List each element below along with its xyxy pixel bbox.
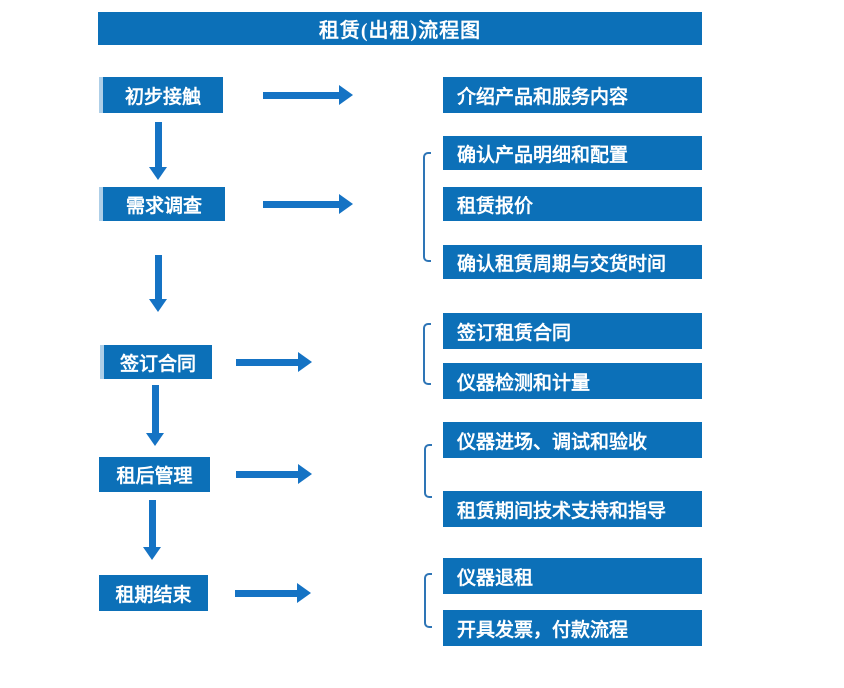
step-box-lease-end: 租期结束: [99, 575, 208, 611]
detail-box-confirm-config: 确认产品明细和配置: [443, 136, 702, 170]
arrow-down-icon-3: [146, 385, 164, 446]
detail-box-sign-lease: 签订租赁合同: [443, 313, 702, 349]
step-box-post-rental-mgmt: 租后管理: [99, 457, 210, 492]
bracket-icon-group-4: [424, 444, 432, 498]
bracket-icon-group-3: [423, 323, 431, 385]
detail-box-confirm-period: 确认租赁周期与交货时间: [443, 245, 702, 279]
detail-box-return-rental: 仪器退租: [443, 558, 702, 594]
arrow-right-icon-1: [263, 85, 353, 105]
arrow-right-icon-2: [263, 194, 353, 214]
detail-box-entry-debug: 仪器进场、调试和验收: [443, 422, 702, 458]
bracket-icon-group-2: [423, 152, 431, 262]
arrow-down-icon-4: [143, 500, 161, 560]
arrow-right-icon-5: [235, 583, 311, 603]
detail-box-intro-products: 介绍产品和服务内容: [443, 77, 702, 113]
detail-box-rental-quote: 租赁报价: [443, 187, 702, 221]
detail-box-tech-support: 租赁期间技术支持和指导: [443, 491, 702, 527]
flowchart-title: 租赁(出租)流程图: [98, 12, 702, 45]
arrow-down-icon-1: [149, 122, 167, 180]
detail-box-invoice-payment: 开具发票，付款流程: [443, 610, 702, 646]
detail-box-instrument-test: 仪器检测和计量: [443, 363, 702, 399]
step-box-demand-survey: 需求调查: [103, 187, 225, 221]
arrow-right-icon-3: [236, 352, 312, 372]
bracket-icon-group-5: [424, 573, 432, 628]
arrow-right-icon-4: [236, 464, 312, 484]
step-box-initial-contact: 初步接触: [103, 77, 223, 113]
arrow-down-icon-2: [149, 255, 167, 312]
step-box-sign-contract: 签订合同: [104, 345, 212, 379]
